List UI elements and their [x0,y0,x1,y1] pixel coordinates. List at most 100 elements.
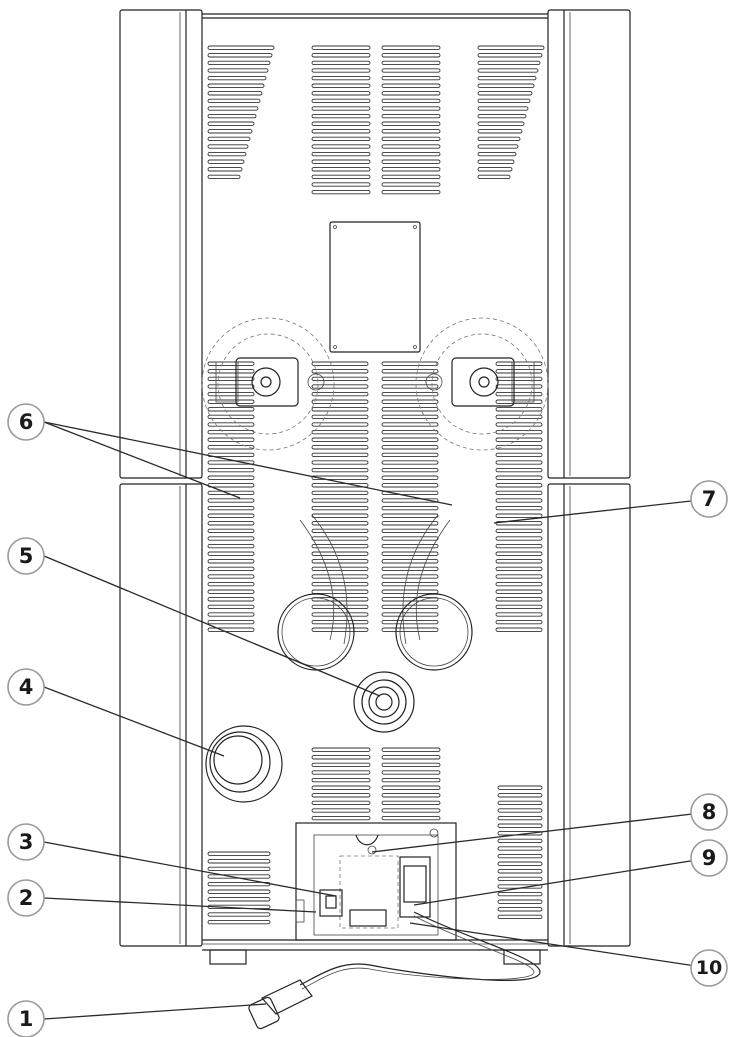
vent-slot [207,505,255,511]
vent-slot [311,589,369,594]
vent-slot [207,429,255,435]
vent-slot [207,361,255,366]
vent-slot [381,407,439,412]
vent-slot [207,369,255,374]
vent-slot [311,361,369,366]
vent-slot [311,384,369,389]
vent-slot [207,98,261,104]
vent-slot [311,604,369,610]
vent-slot [311,815,371,821]
vent-slot [311,513,369,518]
vent-slot [207,391,255,397]
vent-slot [311,136,371,142]
vent-slot [381,75,441,81]
vent-slot [207,574,255,579]
vent-slot [381,445,439,450]
vent-slot [495,361,543,366]
vent-slot [495,536,543,541]
vent-slot [311,581,369,587]
vent-slot [495,604,543,610]
callout-5: 5 [7,537,45,575]
callout-7-label: 7 [702,487,717,511]
vent-slot [497,815,543,821]
vent-slot [207,68,269,73]
vent-slot [381,597,439,602]
vent-slot [207,144,249,149]
vent-slot [495,589,543,594]
vent-slot [207,859,271,864]
vent-slot [207,75,267,81]
vent-slot [311,467,369,473]
vent-slot [497,846,543,851]
vent-slot [381,60,441,66]
vent-slot [311,762,371,768]
vent-slot [311,505,369,511]
callout-1: 1 [7,1000,45,1037]
vent-slot [311,159,371,164]
vent-slot [495,437,543,442]
vent-slot [311,399,369,404]
vent-slot [495,505,543,511]
vent-slot [381,391,439,397]
callout-9: 9 [690,839,728,877]
vent-slot [207,483,255,488]
vent-slot [311,475,369,480]
callout-8-label: 8 [702,800,717,824]
vent-slot [495,566,543,572]
callout-8: 8 [690,793,728,831]
vent-slot [311,376,369,382]
vent-slot [381,619,439,625]
vent-slot [381,467,439,473]
callout-9-label: 9 [702,846,717,870]
callout-10-label: 10 [696,957,722,979]
vent-slot [495,627,543,632]
vent-slot [311,45,371,50]
vent-slot [495,467,543,473]
vent-slot [495,384,543,389]
vent-slot [311,770,371,775]
vent-slot [311,189,371,195]
vent-slot [207,866,271,872]
vent-slot [381,800,441,806]
vent-slot [495,445,543,450]
vent-slot [497,823,543,828]
vent-slot [477,106,529,111]
vent-slot [311,369,369,374]
vent-slot [207,604,255,610]
vent-slot [207,467,255,473]
vent-slot [497,861,543,866]
vent-slot [495,513,543,518]
vent-slot [311,60,371,66]
vent-slot [311,422,369,427]
vent-slot [381,762,441,768]
callout-2-label: 2 [19,886,34,910]
right-air-outlet [395,593,473,671]
callout-1-label: 1 [19,1007,34,1031]
vent-slot [311,574,369,579]
vent-slot [207,551,255,556]
vent-slot [495,559,543,564]
vent-slot [311,83,371,88]
vent-slot [207,897,271,902]
vent-slot [311,121,371,126]
vent-slot [381,528,439,534]
vent-slot [381,513,439,518]
vent-slot [207,581,255,587]
vent-slot [381,505,439,511]
vent-slot [311,182,371,187]
vent-slot [381,369,439,374]
vent-slot [381,182,441,187]
vent-slot [207,159,245,164]
electrical-panel [295,822,457,941]
callout-3: 3 [7,823,45,861]
vent-slot [381,129,441,134]
vent-slot [381,376,439,382]
vent-slot [477,75,537,81]
vent-slot [311,144,371,149]
vent-slot [495,612,543,617]
callout-6: 6 [7,403,45,441]
vent-slot [495,581,543,587]
vent-slot [311,755,371,760]
vent-slot [207,566,255,572]
vent-slot [477,167,513,172]
